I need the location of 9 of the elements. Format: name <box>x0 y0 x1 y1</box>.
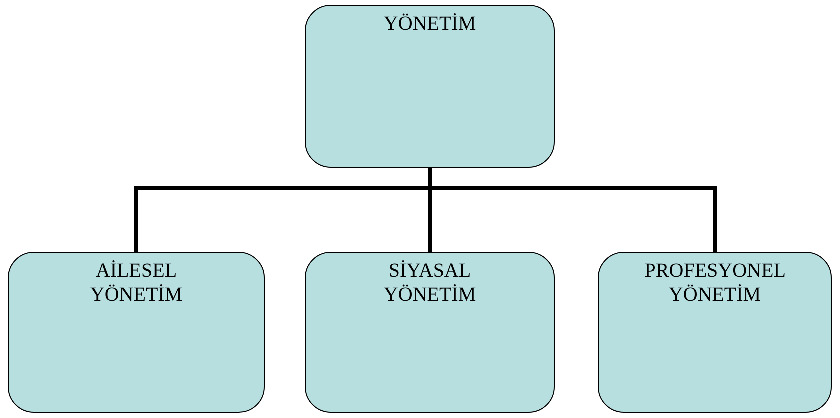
rounded-box <box>305 5 555 168</box>
connector-line <box>428 168 717 252</box>
box-label: AİLESEL YÖNETİM <box>90 259 183 307</box>
box-label: PROFESYONEL YÖNETİM <box>644 259 786 307</box>
box-label: SİYASAL YÖNETİM <box>384 259 476 307</box>
box-label: YÖNETİM <box>384 12 476 36</box>
rounded-box <box>598 252 832 413</box>
rounded-box <box>8 252 265 413</box>
rounded-box <box>305 252 555 413</box>
